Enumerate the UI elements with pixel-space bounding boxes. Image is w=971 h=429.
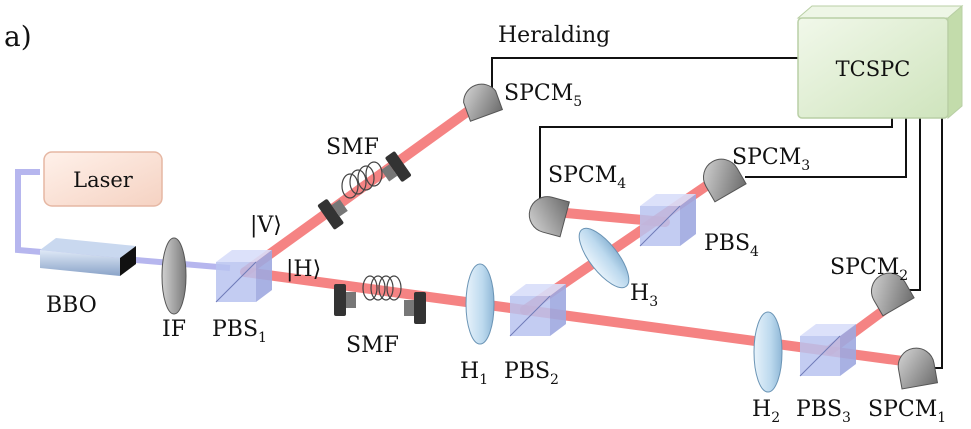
h1-label: H1 [460,359,488,388]
spcm2-detector [871,272,915,317]
spcm5-label: SPCM5 [504,81,582,110]
spcm3-label: SPCM3 [732,145,810,174]
ket-v-label: |V⟩ [250,213,282,238]
smf-top-label: SMF [326,135,379,160]
pbs4-cube [639,194,696,247]
h3-waveplate [578,227,630,289]
wire-spcm4 [539,112,893,205]
bbo-crystal [40,238,136,276]
tcspc-box: TCSPC [796,4,964,120]
wire-spcm1 [922,118,943,369]
pbs3-cube [799,324,856,377]
h1-waveplate [465,263,495,345]
spcm2-label: SPCM2 [830,255,908,284]
smf-top [317,151,411,230]
if-filter [161,237,187,315]
ket-h-label: |H⟩ [286,257,321,282]
bbo-label: BBO [46,293,97,318]
laser-label: Laser [73,168,134,192]
spcm4-detector [528,196,570,238]
h2-waveplate [753,311,783,393]
laser-box: Laser [43,151,163,207]
pbs1-cube [215,250,272,303]
wire-spcm5 [491,57,798,88]
tcspc-label: TCSPC [836,57,911,81]
spcm3-detector [703,158,747,203]
spcm1-detector [897,347,939,390]
spcm5-detector [463,83,504,122]
figure-label: a) [4,20,32,53]
smf-bottom-label: SMF [346,333,399,358]
pbs2-label: PBS2 [504,359,559,388]
spcm1-label: SPCM1 [868,397,946,426]
heralding-label: Heralding [498,23,610,48]
pbs4-label: PBS4 [704,231,759,260]
pbs2-cube [509,284,566,337]
h3-label: H3 [630,281,658,310]
h2-label: H2 [752,397,780,426]
if-label: IF [162,317,186,342]
smf-bottom [334,275,426,324]
wire-spcm2 [908,118,921,291]
spcm4-label: SPCM4 [548,163,626,192]
beam-to-spcm1 [520,305,930,369]
wire-spcm3 [745,116,907,178]
pbs1-label: PBS1 [212,317,267,346]
pbs3-label: PBS3 [796,397,851,426]
